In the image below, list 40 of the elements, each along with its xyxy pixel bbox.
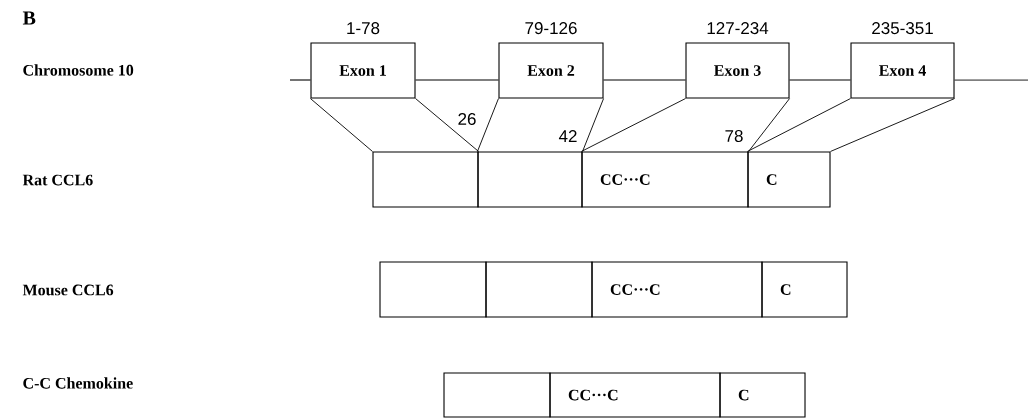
- position-number: 26: [458, 113, 476, 126]
- exon-range: 1-78: [347, 22, 380, 35]
- mapping-line: [477, 98, 499, 152]
- exon-box: Exon 3: [685, 42, 790, 99]
- mapping-line: [830, 98, 955, 152]
- segment-box: [372, 151, 479, 208]
- segment-box: [477, 151, 583, 208]
- mapping-line: [582, 98, 604, 152]
- segment-box: C: [747, 151, 831, 208]
- segment-box: [443, 372, 551, 418]
- mapping-line: [748, 98, 790, 152]
- mapping-line: [747, 98, 851, 152]
- segment-box: CC···C: [591, 261, 763, 318]
- mapping-line: [415, 98, 479, 152]
- row-label: Chromosome 10: [23, 64, 134, 76]
- position-number: 78: [725, 130, 743, 143]
- row-label: Rat CCL6: [22, 174, 93, 186]
- position-number: 42: [558, 130, 577, 142]
- segment-box: CC···C: [581, 151, 749, 208]
- mapping-line: [310, 98, 373, 152]
- segment-box: [379, 261, 487, 318]
- intron-line: [289, 79, 311, 81]
- intron-line: [789, 79, 851, 81]
- panel-letter: B: [22, 11, 36, 25]
- intron-line: [954, 79, 1028, 81]
- exon-box: Exon 2: [498, 42, 604, 99]
- intron-line: [603, 79, 686, 81]
- row-label: Mouse CCL6: [22, 284, 114, 296]
- segment-box: C: [719, 372, 806, 418]
- exon-range: 235-351: [872, 22, 933, 35]
- exon-range: 127-234: [707, 22, 769, 35]
- exon-box: Exon 1: [310, 42, 416, 99]
- intron-line: [415, 79, 499, 81]
- segment-box: CC···C: [549, 372, 721, 418]
- segment-box: C: [761, 261, 848, 318]
- mapping-line: [581, 98, 686, 152]
- exon-box: Exon 4: [850, 42, 955, 99]
- exon-range: 79-126: [525, 22, 577, 35]
- row-label: C-C Chemokine: [23, 377, 133, 389]
- segment-box: [485, 261, 593, 318]
